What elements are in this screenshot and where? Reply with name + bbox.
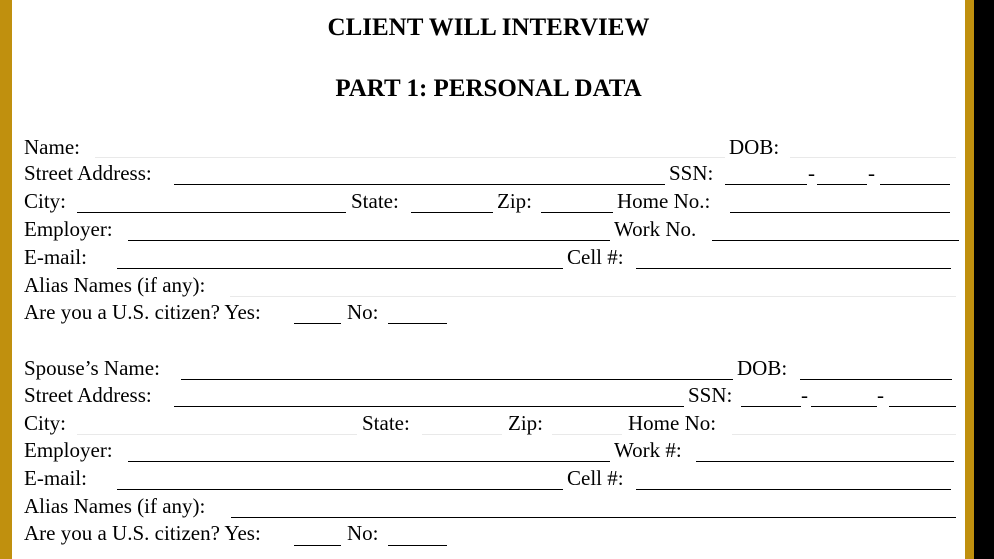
spouse-name-field[interactable] xyxy=(181,379,733,380)
client-employer-label: Employer: xyxy=(24,217,113,241)
client-name-field[interactable] xyxy=(95,157,725,158)
document-title: CLIENT WILL INTERVIEW xyxy=(327,14,650,41)
client-name-label: Name: xyxy=(24,135,80,159)
client-work-field[interactable] xyxy=(712,240,959,241)
client-state-label: State: xyxy=(351,189,399,213)
spouse-state-label: State: xyxy=(362,411,410,435)
spouse-citizen-no-field[interactable] xyxy=(388,545,447,546)
client-alias-field[interactable] xyxy=(230,296,956,297)
spouse-citizen-no-label: No: xyxy=(347,521,379,545)
client-zip-label: Zip: xyxy=(497,189,532,213)
window-edge xyxy=(974,0,994,559)
client-street-field[interactable] xyxy=(174,184,665,185)
section-title: PART 1: PERSONAL DATA xyxy=(335,75,642,102)
client-home-field[interactable] xyxy=(730,212,950,213)
client-email-label: E-mail: xyxy=(24,245,87,269)
ssn-dash: - xyxy=(868,161,875,185)
page-border-right xyxy=(965,0,974,559)
spouse-citizen-label: Are you a U.S. citizen? Yes: xyxy=(24,521,261,545)
client-cell-field[interactable] xyxy=(636,268,951,269)
spouse-email-field[interactable] xyxy=(117,489,563,490)
client-cell-label: Cell #: xyxy=(567,245,624,269)
client-zip-field[interactable] xyxy=(541,212,613,213)
spouse-alias-field[interactable] xyxy=(231,517,956,518)
client-state-field[interactable] xyxy=(411,212,493,213)
spouse-dob-label: DOB: xyxy=(737,356,788,380)
spouse-street-label: Street Address: xyxy=(24,383,152,407)
client-home-label: Home No.: xyxy=(617,189,711,213)
spouse-home-field[interactable] xyxy=(732,434,956,435)
spouse-city-field[interactable] xyxy=(77,434,357,435)
client-ssn-part3-field[interactable] xyxy=(880,184,950,185)
client-citizen-no-label: No: xyxy=(347,300,379,324)
client-citizen-no-field[interactable] xyxy=(388,323,447,324)
client-street-label: Street Address: xyxy=(24,161,152,185)
client-ssn-label: SSN: xyxy=(669,161,714,185)
client-city-label: City: xyxy=(24,189,67,213)
client-employer-field[interactable] xyxy=(128,240,610,241)
spouse-email-label: E-mail: xyxy=(24,466,87,490)
spouse-street-field[interactable] xyxy=(174,406,684,407)
client-ssn-part1-field[interactable] xyxy=(725,184,807,185)
client-dob-field[interactable] xyxy=(790,157,956,158)
spouse-zip-field[interactable] xyxy=(552,434,622,435)
spouse-work-label: Work #: xyxy=(614,438,682,462)
page-border-left xyxy=(0,0,12,559)
spouse-home-label: Home No: xyxy=(628,411,717,435)
client-dob-label: DOB: xyxy=(729,135,780,159)
client-work-label: Work No. xyxy=(614,217,697,241)
spouse-cell-field[interactable] xyxy=(636,489,951,490)
client-citizen-label: Are you a U.S. citizen? Yes: xyxy=(24,300,261,324)
spouse-employer-label: Employer: xyxy=(24,438,113,462)
spouse-state-field[interactable] xyxy=(422,434,502,435)
spouse-city-label: City: xyxy=(24,411,67,435)
client-citizen-yes-field[interactable] xyxy=(294,323,341,324)
spouse-ssn-label: SSN: xyxy=(688,383,733,407)
spouse-alias-label: Alias Names (if any): xyxy=(24,494,206,518)
client-email-field[interactable] xyxy=(117,268,563,269)
spouse-cell-label: Cell #: xyxy=(567,466,624,490)
spouse-work-field[interactable] xyxy=(696,461,954,462)
spouse-ssn-part3-field[interactable] xyxy=(889,406,956,407)
spouse-employer-field[interactable] xyxy=(128,461,610,462)
spouse-dob-field[interactable] xyxy=(800,379,952,380)
ssn-dash: - xyxy=(808,161,815,185)
spouse-ssn-part1-field[interactable] xyxy=(741,406,801,407)
spouse-ssn-part2-field[interactable] xyxy=(811,406,877,407)
spouse-zip-label: Zip: xyxy=(508,411,543,435)
client-ssn-part2-field[interactable] xyxy=(817,184,867,185)
ssn-dash: - xyxy=(877,383,884,407)
spouse-citizen-yes-field[interactable] xyxy=(294,545,341,546)
client-city-field[interactable] xyxy=(77,212,346,213)
client-alias-label: Alias Names (if any): xyxy=(24,273,206,297)
spouse-name-label: Spouse’s Name: xyxy=(24,356,160,380)
ssn-dash: - xyxy=(801,383,808,407)
